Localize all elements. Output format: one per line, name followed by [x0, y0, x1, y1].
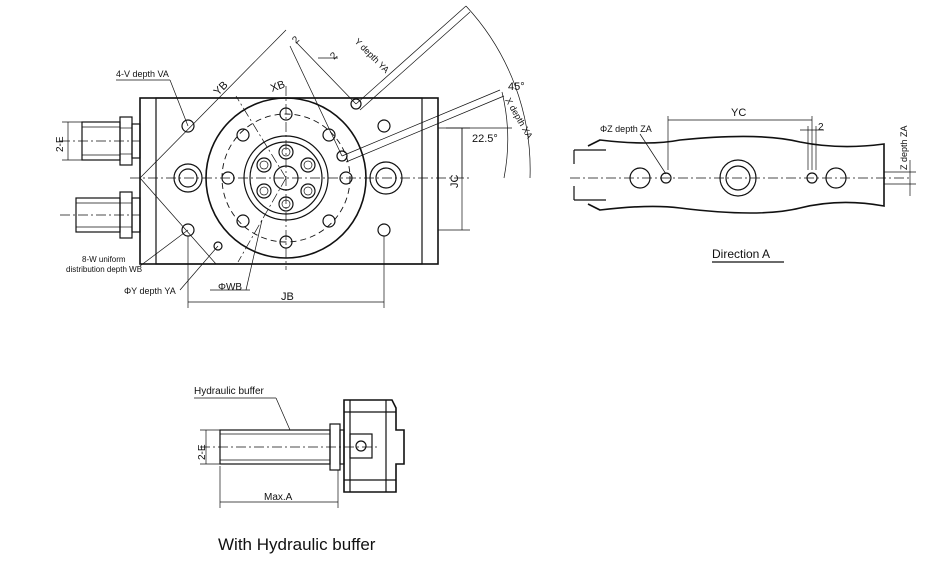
label-hydraulic-buffer: Hydraulic buffer [194, 386, 265, 397]
label-yc: YC [731, 107, 746, 119]
label-z-depth-za: Z depth ZA [899, 125, 909, 170]
label-jc: JC [449, 175, 461, 189]
label-direction-a: Direction A [712, 247, 770, 261]
label-jb: JB [281, 291, 294, 303]
top-view: 2-E [55, 5, 531, 308]
label-y-depth-ya: Y depth YA [353, 36, 392, 75]
label-8-w-line1: 8-W uniform [82, 255, 126, 264]
label-2-left: 2 [290, 34, 302, 46]
label-with-hydraulic-buffer: With Hydraulic buffer [218, 535, 376, 554]
label-8-w-line2: distribution depth WB [66, 265, 142, 274]
label-xb: XB [269, 79, 287, 95]
label-2-right: 2 [328, 50, 340, 62]
label-max-a: Max.A [264, 492, 293, 503]
label-2-side: 2 [818, 122, 824, 133]
label-angle-22-5: 22.5° [472, 133, 498, 145]
hydraulic-buffer-view [194, 397, 405, 508]
label-phi-wb: ΦWB [218, 282, 242, 293]
two-e-label-top: 2-E [55, 136, 66, 152]
direction-a-view [570, 116, 916, 214]
label-phi-z-depth-za: ΦZ depth ZA [600, 124, 652, 134]
corner-holes [181, 98, 391, 251]
label-angle-45: 45° [508, 81, 525, 93]
label-2-e-bottom: 2-E [197, 444, 208, 460]
label-yb: YB [212, 79, 231, 98]
label-phi-y-depth-ya: ΦY depth YA [124, 286, 176, 296]
main-body [139, 97, 439, 265]
label-4-v-depth-va: 4-V depth VA [116, 69, 169, 79]
